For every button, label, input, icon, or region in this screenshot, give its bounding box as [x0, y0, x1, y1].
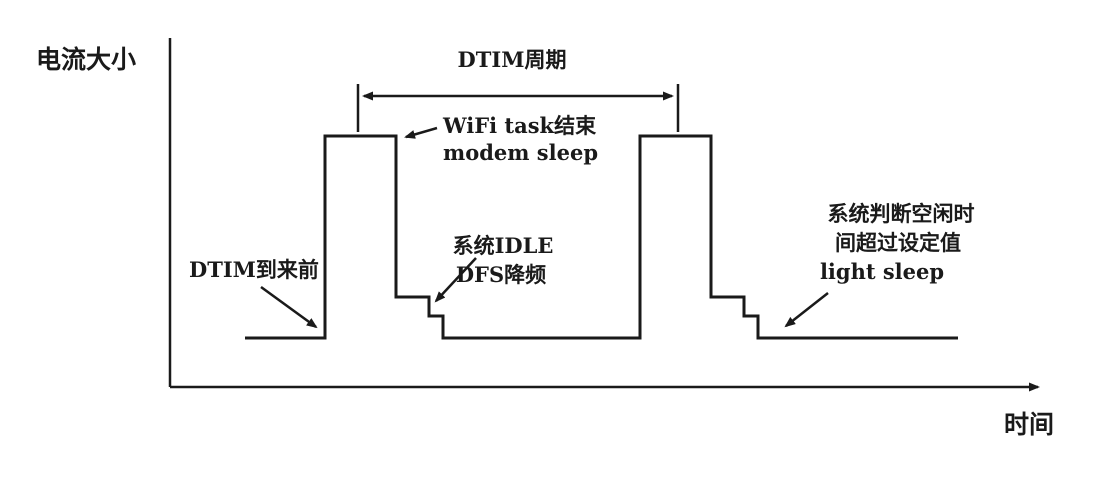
x-axis-label: 时间 [1004, 410, 1054, 439]
y-axis-label: 电流大小 [36, 45, 136, 74]
light-sleep-label-line1: 系统判断空闲时 [828, 201, 975, 226]
dtim-before-arrow [260, 285, 318, 329]
idle-label-line1: 系统IDLE [453, 233, 554, 258]
wifi-task-arrow [404, 126, 438, 139]
current-waveform [245, 134, 958, 340]
idle-arrow [434, 257, 477, 303]
wifi-task-label-line1: WiFi task结束 [442, 113, 597, 138]
light-sleep-label-line3: light sleep [820, 259, 944, 284]
dtim-before-label: DTIM到来前 [189, 257, 319, 282]
light-sleep-arrow [784, 292, 829, 328]
light-sleep-label-line2: 间超过设定值 [835, 230, 961, 255]
wifi-task-label-line2: modem sleep [443, 140, 598, 165]
idle-label-line2: DFS降频 [456, 262, 546, 287]
dtim-cycle-label: DTIM周期 [458, 47, 567, 72]
